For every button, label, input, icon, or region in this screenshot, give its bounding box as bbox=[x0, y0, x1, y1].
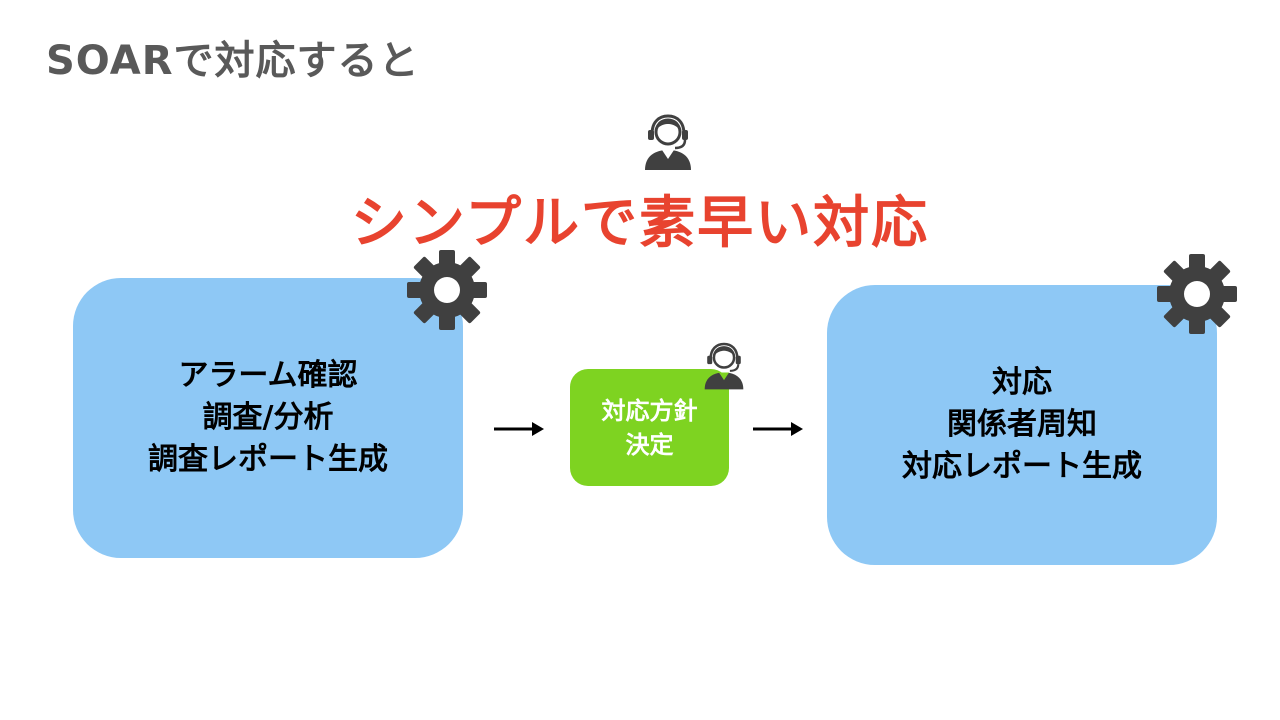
operator-headset-icon bbox=[704, 342, 744, 390]
step-line: 調査レポート生成 bbox=[148, 442, 388, 477]
gear-icon bbox=[1157, 254, 1237, 334]
arrow-right-icon bbox=[753, 422, 803, 436]
step-line: 関係者周知 bbox=[947, 407, 1097, 442]
slide-title: SOARで対応すると bbox=[46, 38, 420, 84]
step-line: 対応レポート生成 bbox=[902, 449, 1142, 484]
step-box-decision: 対応方針 決定 bbox=[570, 369, 729, 486]
arrow-right-icon bbox=[494, 422, 544, 436]
headline: シンプルで素早い対応 bbox=[350, 191, 930, 256]
step-line: アラーム確認 bbox=[178, 358, 358, 393]
gear-icon bbox=[407, 250, 487, 330]
step-line: 対応方針 bbox=[601, 396, 698, 425]
step-line: 決定 bbox=[625, 430, 674, 459]
operator-headset-icon bbox=[645, 114, 691, 170]
step-box-response: 対応 関係者周知 対応レポート生成 bbox=[827, 285, 1217, 565]
step-line: 対応 bbox=[992, 365, 1052, 400]
step-box-investigation: アラーム確認 調査/分析 調査レポート生成 bbox=[73, 278, 463, 558]
step-line: 調査/分析 bbox=[202, 400, 334, 435]
